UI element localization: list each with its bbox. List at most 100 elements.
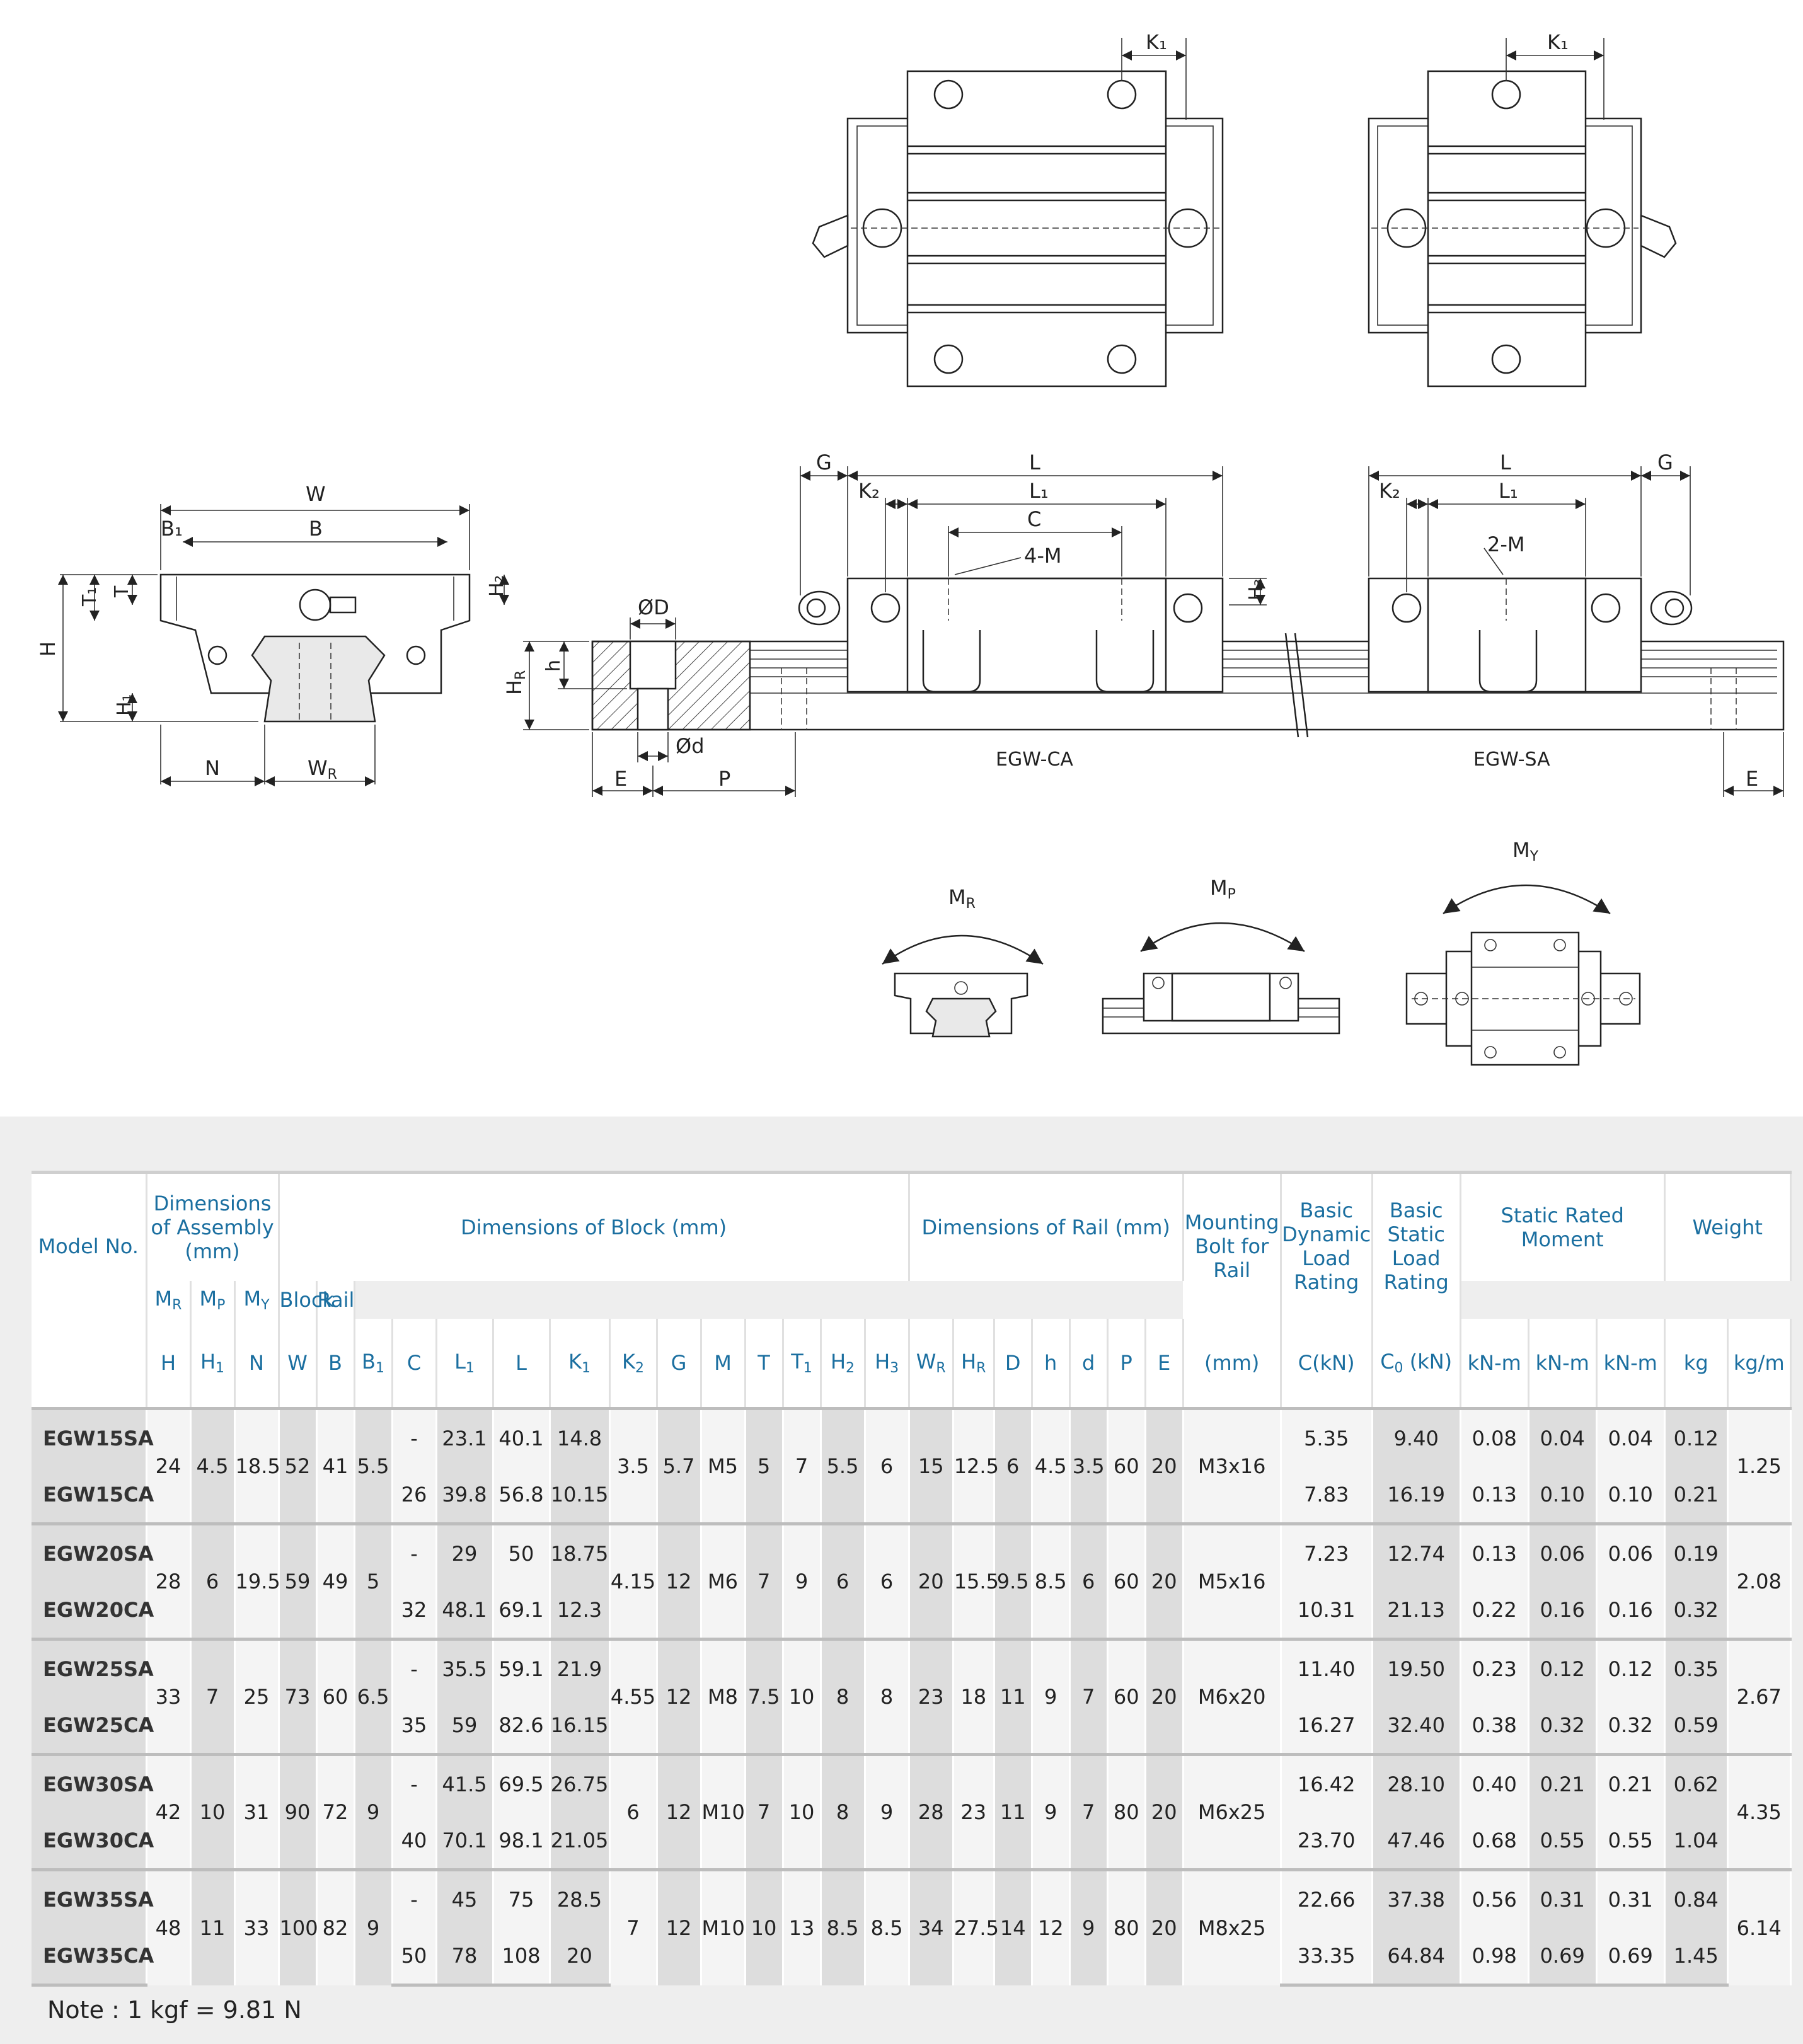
cell-stat: 9.40 [1372, 1408, 1461, 1466]
t1-label: T₁ [79, 587, 101, 607]
col-k2: K2 [609, 1319, 658, 1410]
cell-l: 108 [493, 1927, 551, 1987]
cell-h: 12 [1032, 1868, 1071, 1985]
egw-ca-caption: EGW-CA [996, 749, 1073, 771]
cell-h: 4.5 [1032, 1408, 1071, 1524]
cell-block: 1.04 [1664, 1812, 1729, 1870]
col-dyn-unit: C(kN) [1281, 1319, 1373, 1410]
col-m: M [701, 1319, 746, 1410]
cell-e: 20 [1145, 1753, 1184, 1870]
model-cell: EGW15SA [32, 1408, 154, 1466]
cell-l1: 39.8 [436, 1466, 494, 1524]
cell-k2: 6 [609, 1753, 658, 1870]
svg-text:MR: MR [948, 885, 976, 912]
cell-c: 50 [392, 1927, 437, 1987]
cell-l1: 41.5 [436, 1753, 494, 1812]
cell-bolt: M8x25 [1183, 1868, 1282, 1985]
cell-block: 0.21 [1664, 1466, 1729, 1524]
cell-mp: 0.69 [1528, 1927, 1598, 1987]
cell-bolt: M5x16 [1183, 1522, 1282, 1639]
svg-text:MP: MP [1210, 876, 1236, 902]
n-label: N [205, 756, 220, 780]
cell-k2: 4.15 [609, 1522, 658, 1639]
cell-b1: 6.5 [354, 1638, 393, 1755]
cell-hr: 15.5 [953, 1522, 999, 1639]
col-l: L [493, 1319, 551, 1410]
cell-t1: 10 [783, 1753, 822, 1870]
cell-my: 0.10 [1596, 1466, 1666, 1524]
cell-bolt: M6x20 [1183, 1638, 1282, 1755]
cell-k1: 26.75 [550, 1753, 611, 1812]
col-stat-unit: C0 (kN) [1372, 1319, 1461, 1410]
cell-stat: 21.13 [1372, 1582, 1461, 1639]
model-cell: EGW35SA [32, 1868, 154, 1927]
cell-mr: 0.08 [1460, 1408, 1529, 1466]
col-t1: T1 [783, 1319, 822, 1410]
cell-mp: 0.21 [1528, 1753, 1598, 1812]
cell-e: 20 [1145, 1868, 1184, 1985]
cell-dyn: 7.83 [1281, 1466, 1373, 1524]
header-static: Basic Static Load Rating [1372, 1171, 1461, 1319]
cell-t1: 7 [783, 1408, 822, 1524]
cell-mp: 0.12 [1528, 1638, 1598, 1697]
cell-block: 0.35 [1664, 1638, 1729, 1697]
model-cell: EGW20CA [32, 1582, 154, 1639]
cell-t: 7.5 [745, 1638, 784, 1755]
cell-t1: 9 [783, 1522, 822, 1639]
cell-p: 80 [1107, 1753, 1146, 1870]
cell-k1: 21.9 [550, 1638, 611, 1697]
side-view: G L K₂ L₁ C 4-M H₃ L G K₂ L₁ 2-M [502, 451, 1785, 797]
cell-mp: 0.04 [1528, 1408, 1598, 1466]
col-block-unit: kg [1664, 1319, 1729, 1410]
model-cell: EGW25SA [32, 1638, 154, 1697]
cell-dyn: 11.40 [1281, 1638, 1373, 1697]
col-t: T [745, 1319, 784, 1410]
cell-hr: 12.5 [953, 1408, 999, 1524]
cell-h1: 11 [190, 1868, 236, 1985]
l1-label-ca: L₁ [1029, 479, 1049, 503]
cell-block: 0.62 [1664, 1753, 1729, 1812]
k1-label-top-ca: K₁ [1146, 30, 1167, 54]
cell-wr: 28 [909, 1753, 954, 1870]
cell-h3: 9 [865, 1753, 910, 1870]
col-my-unit: kN-m [1596, 1319, 1666, 1410]
h-label-end: H [36, 641, 60, 657]
cell-g: 12 [657, 1638, 702, 1755]
cell-k2: 4.55 [609, 1638, 658, 1755]
wr-label: WR [308, 756, 337, 783]
cell-n: 31 [234, 1753, 280, 1870]
cell-mr: 0.40 [1460, 1753, 1529, 1812]
cell-mr: 0.98 [1460, 1927, 1529, 1987]
cell-n: 25 [234, 1638, 280, 1755]
cell-dyn: 10.31 [1281, 1582, 1373, 1639]
cell-mr: 0.38 [1460, 1697, 1529, 1755]
cell-stat: 19.50 [1372, 1638, 1461, 1697]
cell-p: 80 [1107, 1868, 1146, 1985]
cell-l1: 48.1 [436, 1582, 494, 1639]
cell-l: 82.6 [493, 1697, 551, 1755]
col-e: E [1145, 1319, 1184, 1410]
cell-mp: 0.31 [1528, 1868, 1598, 1927]
spec-table: Model No. Dimensions of Assembly (mm) Di… [32, 1171, 1792, 1987]
model-cell: EGW30SA [32, 1753, 154, 1812]
cell-my: 0.06 [1596, 1522, 1666, 1582]
cell-stat: 47.46 [1372, 1812, 1461, 1870]
cell-b: 60 [316, 1638, 355, 1755]
cell-k2: 7 [609, 1868, 658, 1985]
cell-d: 7 [1069, 1753, 1109, 1870]
col-g: G [657, 1319, 702, 1410]
cell-b1: 5.5 [354, 1408, 393, 1524]
cell-block: 0.59 [1664, 1697, 1729, 1755]
g-label-ca: G [816, 451, 832, 474]
cell-c: - [392, 1638, 437, 1697]
cell-c: 32 [392, 1582, 437, 1639]
cell-dyn: 5.35 [1281, 1408, 1373, 1466]
k1-label-top-sa: K₁ [1547, 30, 1569, 54]
technical-drawings: K₁ K₁ W [36, 30, 1785, 1066]
cell-t1: 13 [783, 1868, 822, 1985]
cell-l1: 70.1 [436, 1812, 494, 1870]
cell-c: 26 [392, 1466, 437, 1524]
